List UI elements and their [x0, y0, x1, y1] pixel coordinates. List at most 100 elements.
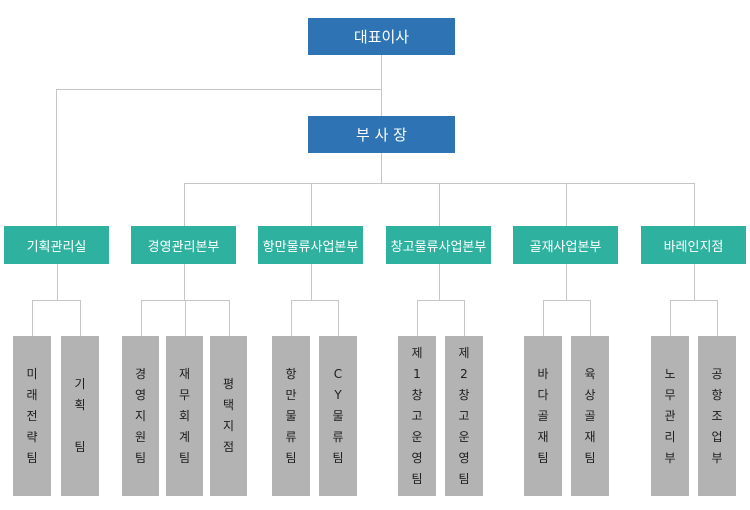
department-label: 바레인지점	[663, 239, 724, 255]
team-branch	[32, 300, 81, 301]
department-box: 경영관리본부	[131, 226, 236, 264]
team-label-char: 략	[26, 429, 38, 444]
team-branch	[291, 300, 339, 301]
team-label-char: 원	[134, 429, 147, 444]
department-box: 골재사업본부	[513, 226, 618, 264]
department-connector	[311, 183, 312, 226]
team-stem-connector	[311, 264, 312, 300]
team-label-char: 무	[664, 387, 676, 402]
team-connector	[464, 300, 465, 336]
team-label-char: 제	[458, 345, 470, 360]
team-label-char: 상	[584, 387, 596, 402]
department-label: 항만물류사업본부	[262, 239, 359, 255]
team-label-char: 류	[332, 429, 344, 444]
team-label-char: 공	[711, 366, 723, 381]
team-label-char: 무	[178, 387, 191, 402]
team-stem-connector	[57, 264, 58, 300]
team-label-char: 운	[458, 429, 470, 444]
vp-label: 부 사 장	[356, 126, 407, 144]
team-label-char: 다	[537, 387, 549, 402]
team-label-char: 1	[413, 366, 421, 381]
vp-connector	[381, 89, 382, 116]
team-label-char: 재	[178, 366, 191, 381]
team-label-char: 영	[134, 387, 147, 402]
team-branch	[670, 300, 718, 301]
team-label-char: 팀	[458, 471, 470, 486]
department-label: 골재사업본부	[529, 239, 602, 255]
team-connector	[543, 300, 544, 336]
team-label-char: 팀	[332, 450, 344, 465]
team-label-char: 기	[74, 377, 86, 391]
team-label-char: 운	[411, 429, 423, 444]
team-stem-connector	[566, 264, 567, 300]
ceo-box: 대표이사	[308, 18, 455, 55]
department-connector	[566, 183, 567, 226]
team-label-char: 제	[411, 345, 423, 360]
team-label-char: 리	[664, 429, 676, 444]
team-stem-connector	[694, 264, 695, 300]
team-label-char: 점	[222, 440, 235, 454]
team-label-char: 노	[664, 366, 676, 381]
team-label-char: 업	[711, 429, 723, 444]
team-label-char: 육	[584, 366, 596, 381]
team-label-char: 재	[584, 429, 596, 444]
team-label-char: 2	[460, 366, 468, 381]
team-label-char: 경	[134, 366, 147, 381]
team-label-char: 물	[332, 408, 344, 423]
team-label-char: 팀	[285, 450, 297, 465]
department-label: 창고물류사업본부	[390, 239, 487, 255]
team-connector	[229, 300, 230, 336]
team-stem-connector	[184, 264, 185, 300]
team-label-char: 만	[285, 387, 297, 402]
team-label-char: 전	[26, 408, 38, 423]
department-connector	[184, 183, 185, 226]
team-label-char: 팀	[411, 471, 423, 486]
ceo-label: 대표이사	[353, 28, 410, 46]
team-label-char: 고	[411, 408, 423, 423]
team-label-char: 획	[74, 398, 86, 412]
team-label-char: 창	[411, 387, 423, 402]
department-connector	[694, 183, 695, 226]
team-label-char: 골	[537, 408, 549, 423]
team-label-char: 항	[285, 366, 297, 381]
team-connector	[338, 300, 339, 336]
team-label-char: 지	[222, 419, 235, 433]
team-connector	[291, 300, 292, 336]
team-label-char: 물	[285, 408, 297, 423]
department-box: 바레인지점	[641, 226, 746, 264]
team-label-char: 팀	[584, 450, 596, 465]
team-label-char: 항	[711, 387, 723, 402]
team-connector	[80, 300, 81, 336]
team-label-char: 팀	[178, 450, 191, 465]
team-connector	[32, 300, 33, 336]
team-label-char: 팀	[537, 450, 549, 465]
team-label-char: Y	[334, 387, 342, 402]
team-label-char: 부	[664, 450, 676, 465]
team-label-char: 지	[134, 408, 147, 423]
planning-office-connector	[56, 89, 57, 226]
department-box: 항만물류사업본부	[258, 226, 363, 264]
department-connector	[439, 183, 440, 226]
team-label-char: 재	[537, 429, 549, 444]
department-label: 기획관리실	[26, 239, 87, 255]
team-label-char: 골	[584, 408, 596, 423]
team-stem-connector	[439, 264, 440, 300]
team-label-char: 고	[458, 408, 470, 423]
team-label-char: 영	[411, 450, 423, 465]
team-branch	[543, 300, 591, 301]
team-label-char: 회	[178, 408, 191, 423]
department-box: 기획관리실	[4, 226, 109, 264]
team-label-char: 택	[222, 398, 235, 412]
team-label-char: C	[333, 366, 343, 381]
